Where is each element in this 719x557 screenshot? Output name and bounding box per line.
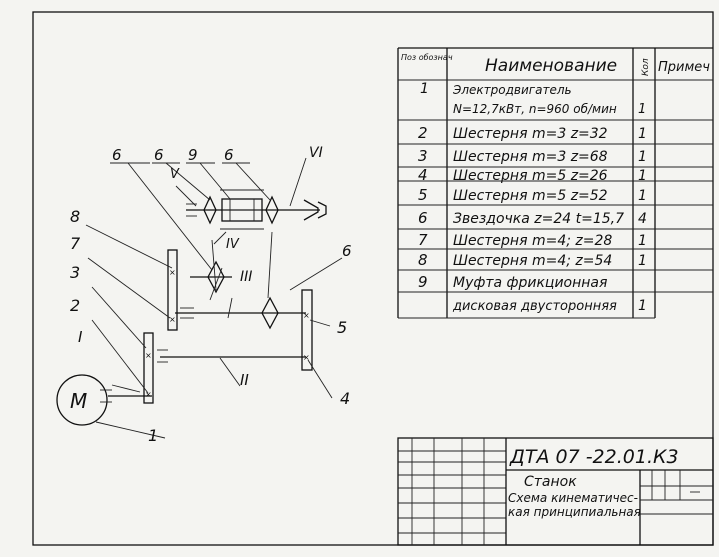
svg-text:×: × [303,311,310,320]
shaft-label: II [240,371,249,389]
svg-text:1: 1 [638,233,647,249]
shaft-label: V [170,167,180,182]
svg-text:Звездочка z=24 t=15,7: Звездочка z=24 t=15,7 [453,211,624,227]
callout-3: 3 [70,263,80,282]
title-line-2: Схема кинематичес- [508,491,638,505]
title-block: ДТА 07 -22.01.К3 Станок Схема кинематиче… [397,437,714,546]
callout-6: 6 [154,146,164,164]
header-qty: Кол [641,58,651,76]
shaft-label: IV [226,237,240,252]
gear-7-8 [167,249,178,331]
callout-9: 9 [188,146,198,164]
spec-row: 6 Звездочка z=24 t=15,7 4 [418,209,647,227]
svg-text:1: 1 [638,102,646,117]
spec-row: N=12,7кВт, n=960 об/мин 1 [453,102,646,117]
svg-text:Шестерня m=5 z=52: Шестерня m=5 z=52 [453,188,608,204]
svg-text:×: × [145,390,152,399]
svg-text:дисковая двусторонняя: дисковая двусторонняя [452,299,617,314]
callout-5: 5 [337,318,347,337]
svg-text:Шестерня m=4; z=54: Шестерня m=4; z=54 [453,253,612,269]
shaft-label: I [78,328,83,346]
spec-row: 8 Шестерня m=4; z=54 1 [418,251,647,269]
svg-text:Шестерня m=3 z=68: Шестерня m=3 z=68 [453,149,608,165]
drawing-code: ДТА 07 -22.01.К3 [509,446,679,468]
svg-text:1: 1 [638,126,647,142]
spec-row: 5 Шестерня m=5 z=52 1 [418,186,647,204]
svg-text:3: 3 [418,147,428,165]
callout-1: 1 [148,426,158,445]
gear-4-5 [301,289,313,371]
spec-row: 9 Муфта фрикционная [418,273,607,291]
svg-text:Муфта фрикционная: Муфта фрикционная [453,275,607,291]
spec-row: 4 Шестерня m=5 z=26 1 [418,166,647,184]
svg-text:1: 1 [638,168,647,184]
svg-text:4: 4 [638,211,647,227]
svg-text:×: × [145,351,152,360]
svg-text:1: 1 [638,149,647,165]
gear-2-3 [143,332,154,404]
callout-8: 8 [70,207,80,226]
svg-text:5: 5 [418,186,428,204]
svg-text:Шестерня m=4; z=28: Шестерня m=4; z=28 [453,233,612,249]
svg-text:1: 1 [638,298,647,314]
callout-2: 2 [70,296,80,315]
sprocket-6-shaft-IV [207,260,225,294]
svg-text:8: 8 [418,251,428,269]
svg-text:Шестерня m=5 z=26: Шестерня m=5 z=26 [453,168,608,184]
svg-text:Электродвигатель: Электродвигатель [452,83,572,97]
drawing-frame [32,11,714,546]
spec-row: 1 Электродвигатель [420,81,572,97]
sprocket-6-shaft-III [261,296,279,330]
shaft-label: VI [309,145,323,161]
svg-text:2: 2 [418,124,428,142]
svg-text:×: × [169,315,176,324]
header-note: Примеч [658,60,710,75]
svg-text:9: 9 [418,273,428,291]
title-line-1: Станок [524,474,577,490]
svg-text:×: × [303,353,310,362]
shaft-label: III [240,269,252,285]
svg-text:1: 1 [420,81,429,97]
motor-label: М [70,389,87,413]
kinematic-diagram: М × × × × × × [56,145,352,445]
callout-7: 7 [70,234,81,253]
spec-row: 2 Шестерня m=3 z=32 1 [418,124,647,142]
svg-text:6: 6 [418,209,428,227]
header-pos: Поз обознач [401,53,453,62]
callout-6: 6 [342,242,352,260]
callout-4: 4 [340,389,350,408]
svg-text:1: 1 [638,188,647,204]
header-name: Наименование [485,56,617,76]
spec-row: 7 Шестерня m=4; z=28 1 [418,231,647,249]
specification-table: Поз обознач Наименование Кол Примеч 1 Эл… [397,47,713,319]
spec-row: 3 Шестерня m=3 z=68 1 [418,147,647,165]
svg-text:×: × [169,268,176,277]
callout-6: 6 [112,146,122,164]
svg-text:7: 7 [418,231,428,249]
svg-text:4: 4 [418,166,428,184]
svg-text:Шестерня m=3 z=32: Шестерня m=3 z=32 [453,126,608,142]
motor-symbol [56,374,108,426]
callout-6: 6 [224,146,234,164]
svg-text:1: 1 [638,253,647,269]
svg-text:N=12,7кВт, n=960 об/мин: N=12,7кВт, n=960 об/мин [453,102,617,116]
title-line-3: кая принципиальная [508,505,641,519]
spec-row: дисковая двусторонняя 1 [452,298,647,314]
